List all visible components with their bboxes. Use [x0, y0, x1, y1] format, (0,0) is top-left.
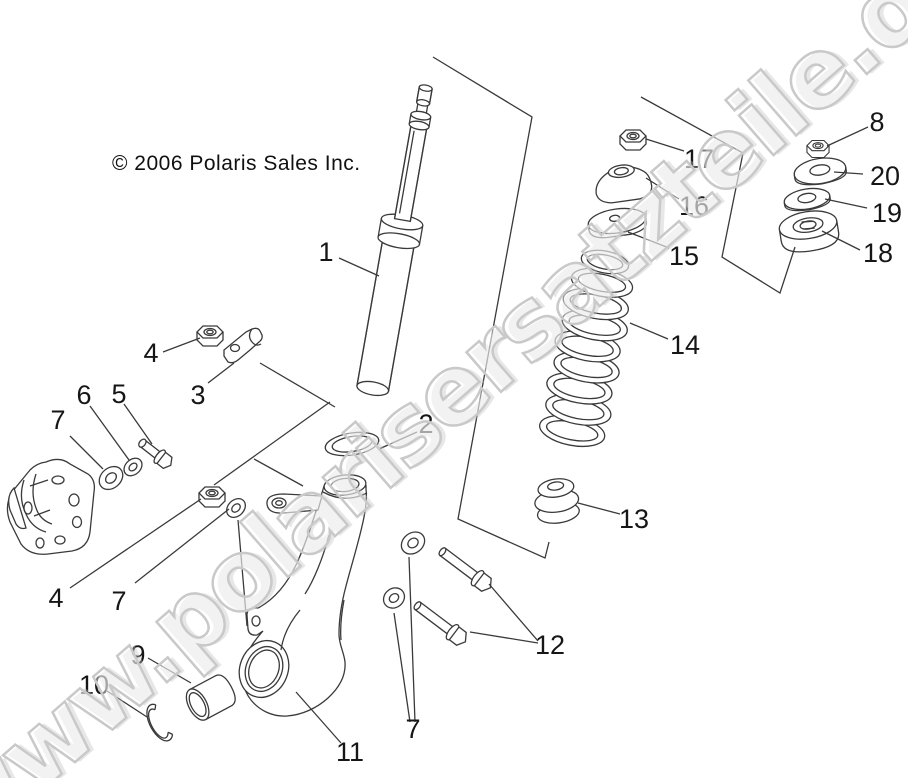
snap-ring-drawing	[146, 703, 174, 742]
top-nut-drawing	[619, 129, 647, 151]
callout-small-washer: 6	[76, 380, 91, 410]
callout-spring-cap: 16	[679, 191, 709, 221]
callout-snap-ring: 10	[79, 670, 109, 700]
mount-bolt-lower-drawing	[413, 601, 467, 646]
mount-bolt-upper-drawing	[438, 547, 492, 592]
caliper-washer-drawing	[98, 465, 124, 491]
mount-washer-lower-drawing	[382, 587, 406, 609]
clamp-nut-drawing	[196, 325, 224, 347]
callout-axle-washer: 7	[111, 586, 126, 616]
callout-mount-bolts: 12	[535, 630, 565, 660]
callout-strut-housing: 11	[336, 737, 364, 767]
bushing-drawing	[185, 674, 236, 721]
clamp-drawing	[223, 327, 263, 364]
stem-nut-drawing	[806, 139, 830, 159]
shock-group-bracket	[432, 56, 550, 559]
spring-drawing	[539, 249, 634, 448]
callout-shock-absorber: 1	[318, 237, 333, 267]
callout-stem-washer-upper: 20	[870, 161, 900, 191]
axle-nut-drawing	[198, 486, 226, 508]
strut-housing-drawing	[238, 474, 368, 717]
callout-axle-nut: 4	[48, 583, 63, 613]
spring-cap-drawing	[595, 164, 653, 204]
callout-labels: 1 2 3 4 5 6 7 4 7 9 10 11 7 12 13 14 15 …	[48, 107, 902, 767]
callout-stem-bushing: 18	[863, 238, 893, 268]
stem-washer-lower-drawing	[783, 187, 831, 212]
callout-seal-ring: 2	[418, 409, 433, 439]
callout-stem-nut: 8	[869, 107, 884, 137]
bump-stop-drawing	[534, 478, 580, 524]
callout-bushing: 9	[130, 640, 145, 670]
callout-clamp-nut: 4	[143, 338, 158, 368]
callout-spring: 14	[670, 330, 700, 360]
callout-bolt: 5	[111, 379, 126, 409]
caliper-mount-drawing	[6, 458, 96, 555]
callout-top-nut: 17	[684, 144, 714, 174]
seal-ring-drawing	[324, 431, 380, 457]
stem-group-bracket	[640, 96, 796, 294]
copyright-notice: © 2006 Polaris Sales Inc.	[112, 152, 361, 175]
callout-clamp: 3	[190, 380, 205, 410]
callout-leader-lines	[69, 126, 869, 744]
spring-retainer-drawing	[587, 207, 648, 239]
callout-bump-stop: 13	[619, 504, 649, 534]
callout-stem-washer-lower: 19	[872, 198, 902, 228]
bolt-drawing	[138, 438, 173, 470]
shock-absorber-drawing	[356, 84, 433, 397]
callout-mount-washers: 7	[405, 714, 420, 744]
stem-washer-upper-drawing	[793, 157, 847, 186]
stem-bushing-drawing	[778, 210, 840, 253]
axle-washer-drawing	[226, 498, 246, 518]
small-washer-drawing	[123, 457, 143, 477]
callout-spring-retainer: 15	[669, 241, 699, 271]
callout-caliper-washer: 7	[50, 405, 65, 435]
mount-washer-upper-drawing	[400, 531, 426, 555]
